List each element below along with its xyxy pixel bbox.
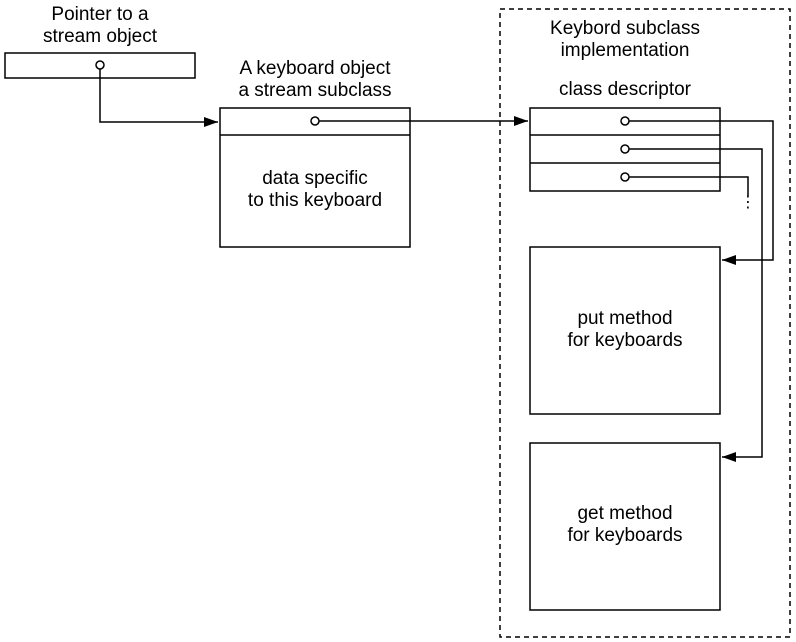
- get-method-line-1: get method: [577, 503, 673, 524]
- third-slot-line: [629, 176, 749, 196]
- get-method-text: get method for keyboards: [530, 503, 720, 547]
- descriptor-continuation: ⋮: [740, 194, 756, 211]
- get-method-box: [529, 442, 721, 611]
- class-descriptor-label: class descriptor: [559, 79, 691, 100]
- keyboard-object-label-line-2: a stream subclass: [238, 80, 392, 101]
- keyboard-object-box: [219, 107, 411, 248]
- pointer-label-line-2: stream object: [42, 26, 158, 47]
- put-method-arrow: [629, 120, 774, 265]
- keyboard-data-line-1: data specific: [262, 168, 368, 189]
- descriptor-slot-dot-2: [620, 144, 630, 154]
- subclass-label-line-1: Keybord subclass: [550, 18, 700, 39]
- get-method-arrow: [629, 148, 763, 462]
- put-method-line-1: put method: [577, 308, 673, 329]
- descriptor-slot-dot-1: [620, 116, 630, 126]
- keyboard-object-label: A keyboard object a stream subclass: [205, 58, 425, 102]
- descriptor-slot-dot-3: [620, 172, 630, 182]
- subclass-boundary: [499, 8, 791, 638]
- get-method-line-2: for keyboards: [567, 525, 683, 546]
- keyboard-class-pointer-dot: [310, 116, 320, 126]
- pointer-label-line-1: Pointer to a: [51, 4, 149, 25]
- subclass-label: Keybord subclass implementation: [505, 18, 745, 62]
- keyboard-data-text: data specific to this keyboard: [220, 168, 410, 212]
- put-method-text: put method for keyboards: [530, 308, 720, 352]
- put-method-line-2: for keyboards: [567, 330, 683, 351]
- pointer-label: Pointer to a stream object: [0, 4, 200, 48]
- keyboard-object-label-line-1: A keyboard object: [239, 58, 391, 79]
- keyboard-data-line-2: to this keyboard: [247, 190, 383, 211]
- pointer-arrow: [99, 69, 218, 127]
- put-method-box: [529, 246, 721, 415]
- pointer-dot: [95, 60, 105, 70]
- subclass-label-line-2: implementation: [560, 40, 690, 61]
